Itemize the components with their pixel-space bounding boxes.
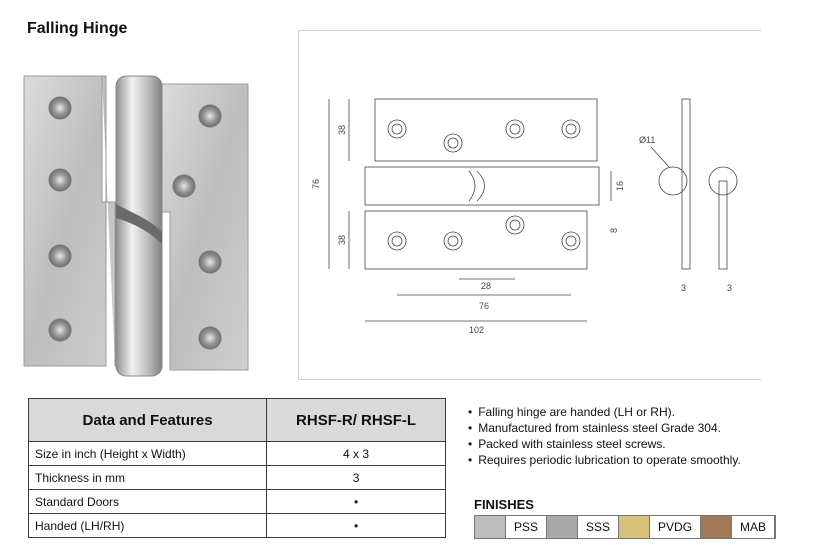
table-cell: Thickness in mm xyxy=(27,465,268,490)
table-row: Standard Doors • xyxy=(27,489,446,514)
table-cell: Handed (LH/RH) xyxy=(27,513,268,538)
table-header-row: Data and Features RHSF-R/ RHSF-L xyxy=(27,398,446,442)
finishes-title: FINISHES xyxy=(474,497,534,512)
page-title: Falling Hinge xyxy=(27,20,128,37)
dim-thickness-a: 3 xyxy=(681,283,686,293)
finish-swatch xyxy=(547,516,578,538)
dim-hole-offset: 8 xyxy=(609,228,619,233)
table-cell: Size in inch (Height x Width) xyxy=(27,441,268,466)
dimension-drawing: 76 38 38 16 8 28 76 102 Ø11 3 3 xyxy=(311,98,738,335)
dim-spacing-small: 28 xyxy=(481,281,491,291)
knuckle-outline xyxy=(364,166,600,206)
dim-hole-diameter: Ø11 xyxy=(639,135,655,145)
finish-swatch xyxy=(619,516,650,538)
list-item: Falling hinge are handed (LH or RH). xyxy=(468,404,741,420)
table-header: RHSF-R/ RHSF-L xyxy=(266,398,446,442)
finish-pss: PSS xyxy=(475,516,548,538)
hinge-photo xyxy=(20,72,255,378)
table-header: Data and Features xyxy=(27,398,268,442)
spec-table: Data and Features RHSF-R/ RHSF-L Size in… xyxy=(27,398,446,538)
finish-sss: SSS xyxy=(547,516,620,538)
hinge-illustration xyxy=(23,75,249,377)
lower-leaf-outline xyxy=(364,210,588,270)
feature-list: Falling hinge are handed (LH or RH). Man… xyxy=(468,404,741,468)
dim-spacing-mid: 76 xyxy=(479,301,489,311)
table-cell: Standard Doors xyxy=(27,489,268,514)
finish-label: PVDG xyxy=(649,516,702,538)
table-cell: 4 x 3 xyxy=(266,441,446,466)
list-item: Packed with stainless steel screws. xyxy=(468,436,741,452)
dim-thickness-b: 3 xyxy=(727,283,732,293)
upper-leaf-outline xyxy=(374,98,598,162)
table-row: Thickness in mm 3 xyxy=(27,465,446,490)
dim-height: 76 xyxy=(311,179,321,189)
dim-knuckle: 16 xyxy=(615,181,625,191)
list-item: Manufactured from stainless steel Grade … xyxy=(468,420,741,436)
finish-label: MAB xyxy=(731,516,776,538)
dim-lower-leaf: 38 xyxy=(337,235,347,245)
technical-drawing: 76 38 38 16 8 28 76 102 Ø11 3 3 xyxy=(298,30,761,380)
list-item: Requires periodic lubrication to operate… xyxy=(468,452,741,468)
table-cell: • xyxy=(266,513,446,538)
finish-label: PSS xyxy=(505,516,548,538)
finish-swatch xyxy=(475,516,505,538)
table-row: Handed (LH/RH) • xyxy=(27,513,446,538)
table-cell: 3 xyxy=(266,465,446,490)
finishes-swatches: PSS SSS PVDG MAB xyxy=(474,515,777,539)
finish-swatch xyxy=(701,516,732,538)
finish-pvdg: PVDG xyxy=(619,516,702,538)
dim-upper-leaf: 38 xyxy=(337,125,347,135)
table-row: Size in inch (Height x Width) 4 x 3 xyxy=(27,441,446,466)
table-cell: • xyxy=(266,489,446,514)
finish-mab: MAB xyxy=(701,516,776,538)
dim-width: 102 xyxy=(469,325,484,335)
finish-label: SSS xyxy=(577,516,620,538)
